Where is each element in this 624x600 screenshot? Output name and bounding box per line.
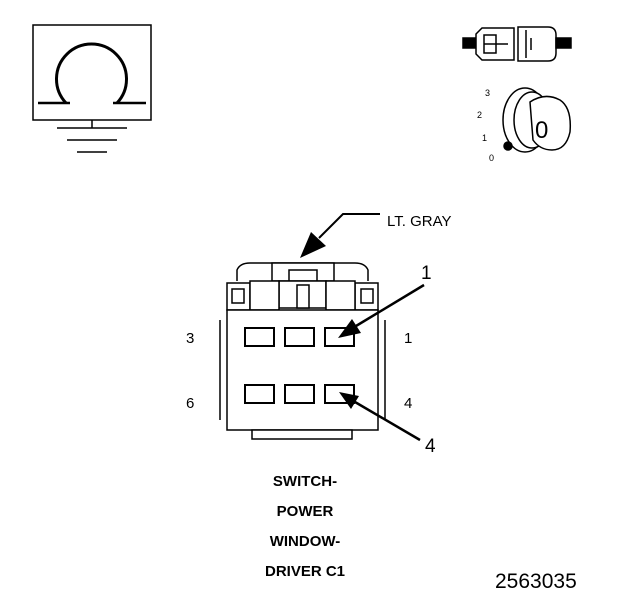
pin-label-top-left: 3 [186, 330, 194, 347]
callout-upper-label: 1 [421, 263, 432, 284]
ignition-pos-1: 1 [482, 133, 487, 143]
wire-color-label: LT. GRAY [387, 213, 451, 230]
ground-omega-symbol [32, 24, 152, 153]
caption-line-4: DRIVER C1 [265, 563, 345, 580]
ignition-pos-0: 0 [489, 153, 494, 163]
caption-line-3: WINDOW- [270, 533, 341, 550]
connector-face [219, 262, 386, 440]
pin-label-bottom-left: 6 [186, 395, 194, 412]
cavity-6 [244, 384, 275, 404]
caption-line-2: POWER [277, 503, 334, 520]
wire-color-leader [318, 213, 380, 239]
caption-line-1: SWITCH- [273, 473, 337, 490]
ignition-pos-2: 2 [477, 110, 482, 120]
ignition-key-label: 0 [535, 117, 548, 144]
cavity-5 [284, 384, 315, 404]
connector-plug-icon [462, 26, 572, 62]
cavity-2 [284, 327, 315, 347]
callout-lower-label: 4 [425, 436, 436, 457]
ignition-pos-3: 3 [485, 88, 490, 98]
callout-lower-line [354, 400, 421, 442]
cavity-3 [244, 327, 275, 347]
ignition-key-icon [502, 87, 572, 153]
pin-label-top-right: 1 [404, 330, 412, 347]
callout-upper-line [355, 283, 425, 328]
callout-upper-arrowhead [338, 319, 361, 338]
pin-label-bottom-right: 4 [404, 395, 412, 412]
cavity-grid [244, 327, 355, 404]
figure-id: 2563035 [495, 570, 577, 593]
wire-color-arrowhead [300, 232, 326, 258]
callout-lower-arrowhead [339, 392, 359, 409]
